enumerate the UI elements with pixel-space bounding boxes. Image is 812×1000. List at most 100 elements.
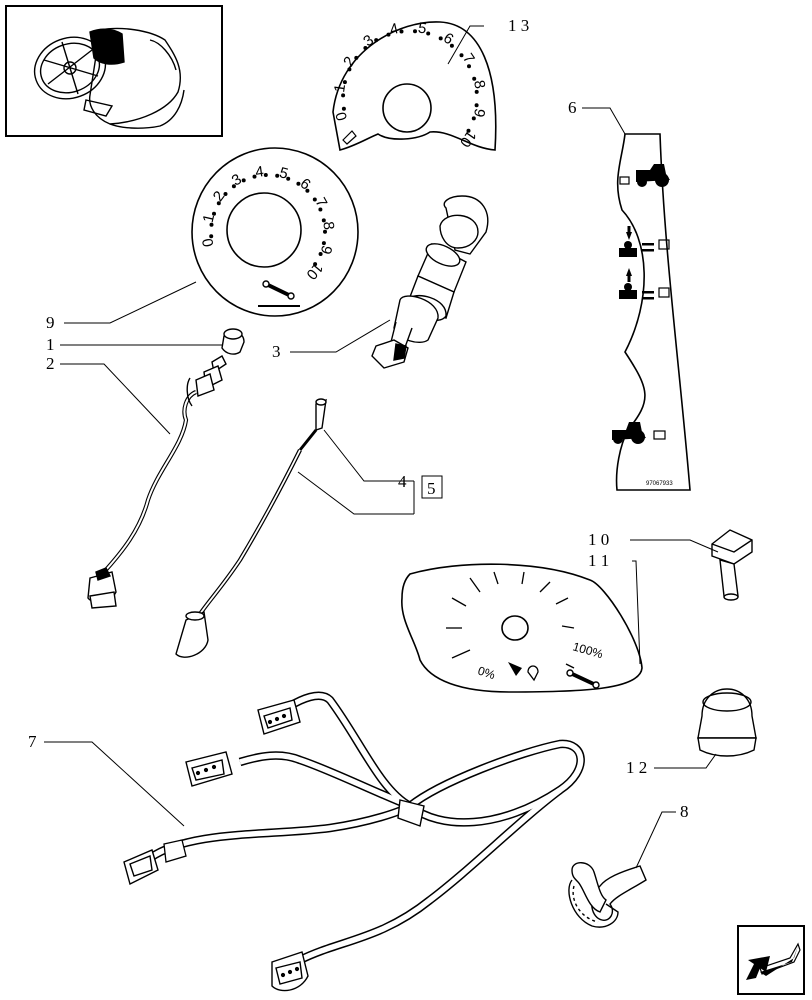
fuel-level-symbol [565,663,600,689]
tractor-turtle-icon [612,422,666,444]
leader-lines [44,25,719,869]
callout-12: 1 2 [626,758,647,777]
tachometer-dot [223,192,228,196]
fuel-empty-label: 0% [476,664,497,683]
speedometer-number-1: 1 [331,83,349,94]
speedometer-dot [354,55,359,60]
callout-1: 1 [46,335,55,354]
speedometer-dot [459,53,464,58]
speedometer-dot [341,106,346,111]
speedometer-number-9: 9 [470,107,488,119]
tachometer-dial-9-dots [209,173,327,267]
tachometer-dot [321,241,326,246]
callout-7: 7 [28,732,37,751]
callout-4: 4 [398,472,407,491]
speedometer-dial-13-dots [341,29,479,133]
speedometer-dot [413,29,417,34]
speedometer-dot [341,93,346,98]
tachometer-dot [296,181,301,186]
tachometer-dot [313,262,318,267]
tachometer-dot [263,173,268,177]
decal-reference-number: 97067933 [646,481,673,487]
speedometer-dot [374,38,379,43]
tachometer-number-4: 4 [254,163,265,181]
wiring-harness-7 [123,691,585,992]
speedometer-number-5: 5 [417,19,428,37]
speedometer-dot [474,103,479,108]
speedometer-dot [363,46,368,50]
fuel-pump-symbol [508,662,522,676]
speedometer-dot [438,36,443,41]
callout-2: 2 [46,354,55,373]
hand-throttle-symbol [258,280,300,307]
speedometer-dot [474,89,479,94]
speedometer-dot [472,76,477,81]
speedometer-number-6: 6 [440,29,456,48]
tachometer-dot [321,218,326,223]
tachometer-number-1: 1 [200,212,218,224]
callout-labels: 1 3 6 9 1 2 3 4 5 1 0 1 1 1 2 8 7 [28,16,689,821]
speedometer-dot [386,32,391,37]
speedometer-dot [426,31,431,36]
fuel-gauge-ticks [446,571,575,659]
callout-8: 8 [680,802,689,821]
differential-lock-release-symbol [619,268,670,300]
tachometer-dot [275,173,280,178]
cable-clip-8 [568,862,647,928]
lamp-cap-1 [221,328,245,355]
speedometer-number-7: 7 [459,50,478,66]
sensor-wire-4 [175,398,327,658]
callout-11: 1 1 [588,551,609,570]
callout-13: 1 3 [508,16,529,35]
next-page-arrow-icon [746,942,801,980]
tachometer-dot [212,211,216,216]
callout-10: 1 0 [588,530,609,549]
next-page-button[interactable] [737,925,805,995]
tachometer-dot [323,229,327,234]
speedometer-dot [467,64,471,69]
beacon-lamp-12 [697,688,757,757]
callout-6: 6 [568,98,577,117]
speedometer-dot [342,80,347,85]
tachometer-dot [231,184,236,189]
control-decal-6: 97067933 [612,133,691,491]
fitting-10 [711,529,753,601]
fuel-full-label: 100% [571,639,605,661]
tachometer-dot [318,207,323,212]
differential-lock-engage-symbol [619,226,670,257]
callout-3: 3 [272,342,281,361]
tachometer-dot [252,174,257,179]
tachometer-dot [241,178,246,183]
lamp-socket-wire-2 [87,355,227,609]
callout-5-box [421,475,443,499]
gear-lever-knob-3 [371,195,489,369]
speedometer-number-10: 10 [456,127,479,150]
tachometer-dot [286,176,291,181]
tachometer-dot [209,234,214,239]
thumbnail-frame [5,5,223,137]
speedometer-dot [471,116,476,121]
tachometer-dot [216,201,221,206]
speedometer-number-8: 8 [470,79,488,90]
tachometer-number-8: 8 [319,221,337,231]
speedometer-dot [449,43,454,48]
callout-9: 9 [46,313,55,332]
speedometer-dot [347,67,352,72]
tachometer-number-0: 0 [199,237,217,248]
speedometer-dot [399,29,404,34]
speedometer-dot [466,128,471,133]
speedometer-number-4: 4 [388,20,400,38]
tachometer-dot [318,252,323,256]
tachometer-dot [305,188,310,193]
tractor-rabbit-icon [619,164,670,187]
tachometer-dot [209,222,214,227]
callout-5: 5 [427,479,436,498]
speedometer-number-0: 0 [333,110,352,122]
tachometer-dot [312,197,317,202]
tractor-dashboard-thumbnail-icon [33,27,185,129]
fuel-gauge-dial-11: 0% 100% [401,563,643,693]
